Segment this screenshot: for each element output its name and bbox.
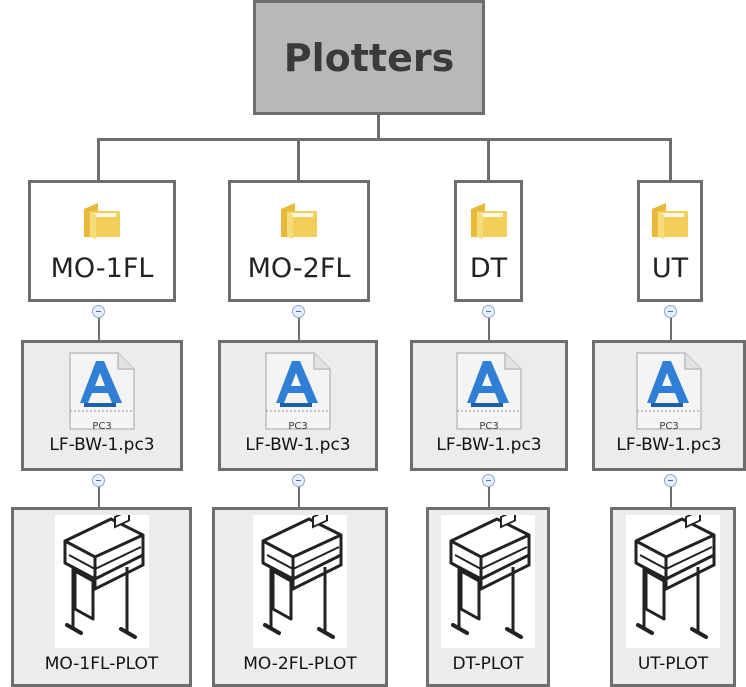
connector-pc3-plot-3 <box>488 487 490 507</box>
folder-node-mo-2fl[interactable]: MO-2FL <box>228 180 370 302</box>
plotter-label: UT-PLOT <box>637 654 709 674</box>
branch-drop-3 <box>487 138 490 180</box>
pc3-file-label: LF-BW-1.pc3 <box>436 435 542 455</box>
folder-icon <box>80 197 124 241</box>
connector-pc3-plot-2 <box>298 487 300 507</box>
folder-label: MO-1FL <box>50 253 154 284</box>
folder-label: UT <box>651 253 689 284</box>
connector-folder-pc3-4 <box>670 318 672 340</box>
plotter-icon <box>253 515 347 648</box>
root-node[interactable]: Plotters <box>253 0 485 115</box>
connector-folder-pc3-2 <box>298 318 300 340</box>
root-connector <box>377 115 380 140</box>
collapse-toggle-icon[interactable] <box>664 305 677 318</box>
pc3-badge: PC3 <box>92 421 112 432</box>
plotter-label: MO-2FL-PLOT <box>243 654 357 674</box>
collapse-toggle-icon[interactable] <box>664 474 677 487</box>
folder-node-ut[interactable]: UT <box>637 180 703 302</box>
folder-node-dt[interactable]: DT <box>454 180 523 302</box>
connector-folder-pc3-3 <box>488 318 490 340</box>
root-label: Plotters <box>283 35 455 80</box>
branch-drop-2 <box>297 138 300 180</box>
pc3-file-icon <box>453 351 525 431</box>
pc3-node-mo-1fl[interactable]: PC3 LF-BW-1.pc3 <box>21 340 183 471</box>
collapse-toggle-icon[interactable] <box>92 474 105 487</box>
branch-drop-1 <box>97 138 100 180</box>
connector-pc3-plot-1 <box>98 487 100 507</box>
pc3-badge: PC3 <box>479 421 499 432</box>
collapse-toggle-icon[interactable] <box>92 305 105 318</box>
folder-icon <box>467 197 511 241</box>
plotter-icon <box>441 515 535 648</box>
folder-icon <box>277 197 321 241</box>
pc3-file-label: LF-BW-1.pc3 <box>245 435 351 455</box>
folder-icon <box>648 197 692 241</box>
pc3-badge: PC3 <box>659 421 679 432</box>
pc3-file-label: LF-BW-1.pc3 <box>49 435 155 455</box>
collapse-toggle-icon[interactable] <box>482 305 495 318</box>
pc3-file-label: LF-BW-1.pc3 <box>616 435 722 455</box>
plotter-icon <box>626 515 720 648</box>
plotter-node-mo-1fl[interactable]: MO-1FL-PLOT <box>11 507 192 687</box>
pc3-file-icon <box>262 351 334 431</box>
plotter-node-mo-2fl[interactable]: MO-2FL-PLOT <box>212 507 388 687</box>
plotter-node-dt[interactable]: DT-PLOT <box>426 507 550 687</box>
pc3-node-ut[interactable]: PC3 LF-BW-1.pc3 <box>592 340 746 471</box>
plotter-label: MO-1FL-PLOT <box>44 654 159 674</box>
collapse-toggle-icon[interactable] <box>292 474 305 487</box>
folder-node-mo-1fl[interactable]: MO-1FL <box>28 180 176 302</box>
pc3-file-icon <box>66 351 138 431</box>
pc3-badge: PC3 <box>288 421 308 432</box>
pc3-node-mo-2fl[interactable]: PC3 LF-BW-1.pc3 <box>218 340 378 471</box>
plotter-label: DT-PLOT <box>452 654 524 674</box>
plotter-icon <box>54 515 149 648</box>
branch-drop-4 <box>669 138 672 180</box>
folder-label: DT <box>469 253 508 284</box>
pc3-node-dt[interactable]: PC3 LF-BW-1.pc3 <box>410 340 568 471</box>
collapse-toggle-icon[interactable] <box>482 474 495 487</box>
branch-bar <box>97 138 672 141</box>
folder-label: MO-2FL <box>247 253 351 284</box>
collapse-toggle-icon[interactable] <box>292 305 305 318</box>
pc3-file-icon <box>633 351 705 431</box>
connector-pc3-plot-4 <box>670 487 672 507</box>
plotter-node-ut[interactable]: UT-PLOT <box>610 507 736 687</box>
connector-folder-pc3-1 <box>98 318 100 340</box>
